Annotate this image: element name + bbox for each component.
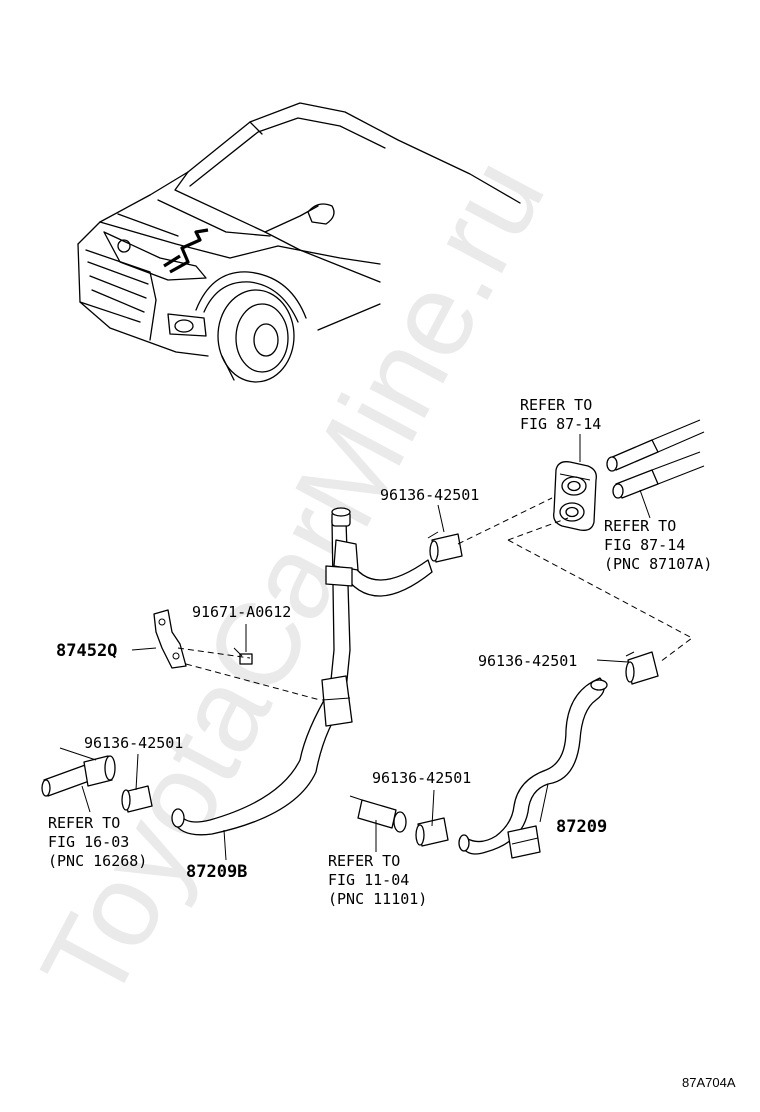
- bracket-87452q: [153, 609, 187, 669]
- part-label-96136-right: 96136-42501: [478, 652, 577, 670]
- part-label-96136-mid: 96136-42501: [372, 769, 471, 787]
- ref-mid-line3: (PNC 11101): [328, 890, 427, 908]
- ref-top-a-line2: FIG 87-14: [520, 415, 601, 433]
- clamp-top: [427, 531, 463, 563]
- hose-87209: [458, 677, 608, 859]
- part-label-87209b: 87209B: [186, 862, 247, 882]
- ref-mid-line1: REFER TO: [328, 852, 400, 870]
- hose-87209b: [171, 507, 433, 836]
- left-pipe: [41, 747, 116, 797]
- part-label-96136-top: 96136-42501: [380, 486, 479, 504]
- ref-left-line2: FIG 16-03: [48, 833, 129, 851]
- mid-pipe: [349, 795, 407, 833]
- car-illustration: [77, 102, 521, 383]
- dashed-connections: [177, 497, 693, 701]
- part-label-96136-left: 96136-42501: [84, 734, 183, 752]
- leader-lines: [81, 434, 651, 861]
- part-label-91671: 91671-A0612: [192, 603, 291, 621]
- clamp-right: [625, 651, 659, 685]
- ref-mid-line2: FIG 11-04: [328, 871, 409, 889]
- ref-top-b-line3: (PNC 87107A): [604, 555, 712, 573]
- ref-top-a-line1: REFER TO: [520, 396, 592, 414]
- clamp-left: [121, 785, 153, 813]
- ref-top-b-line1: REFER TO: [604, 517, 676, 535]
- ref-left-line1: REFER TO: [48, 814, 120, 832]
- part-label-87209: 87209: [556, 817, 607, 837]
- figure-code: 87A704A: [682, 1075, 736, 1090]
- part-label-87452q: 87452Q: [56, 641, 117, 661]
- screw-91671: [233, 647, 253, 665]
- watermark-text: ToyotaCarMine.ru: [16, 138, 570, 1022]
- ref-top-b-line2: FIG 87-14: [604, 536, 685, 554]
- upper-pipes: [606, 419, 705, 499]
- grommet-connector: [553, 461, 597, 531]
- clamp-mid: [415, 817, 449, 847]
- labels: REFER TO FIG 87-14 96136-42501 REFER TO …: [48, 396, 736, 1090]
- ref-left-line3: (PNC 16268): [48, 852, 147, 870]
